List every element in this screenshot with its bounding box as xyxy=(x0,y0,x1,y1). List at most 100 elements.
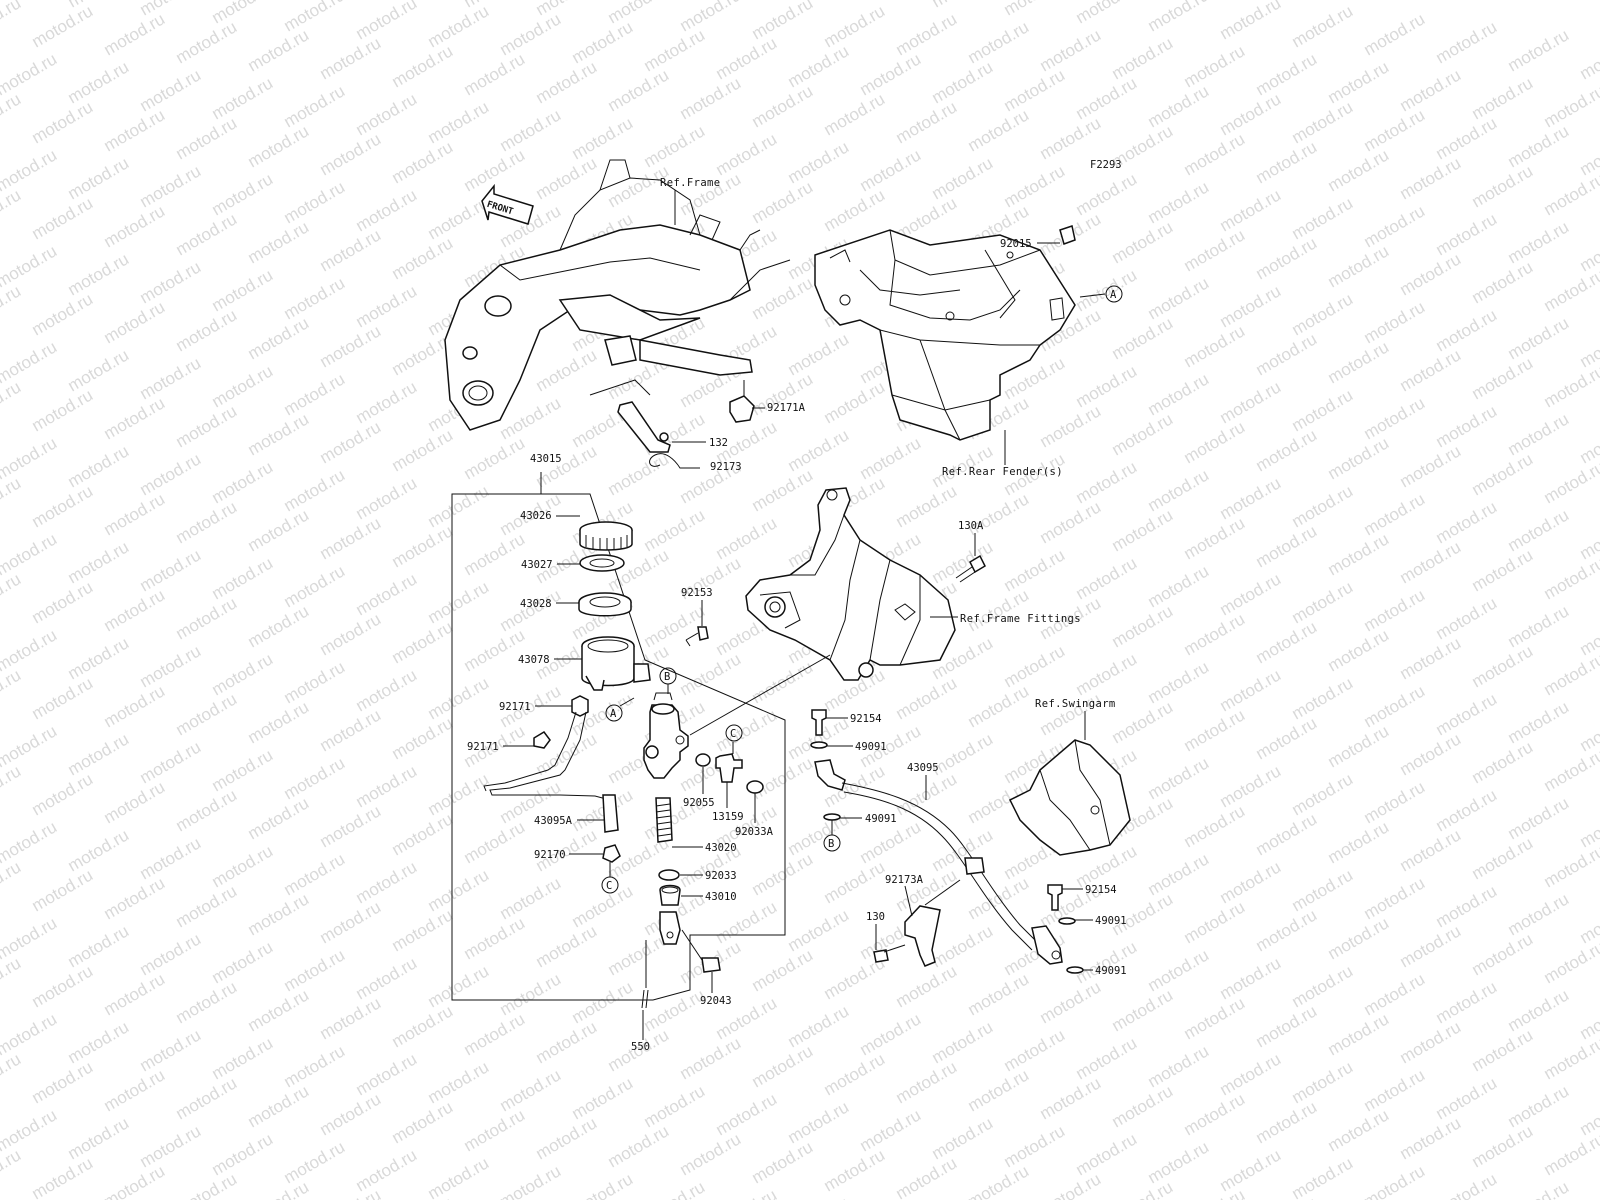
watermark-text: motod.ru xyxy=(1289,577,1357,627)
watermark-text: motod.ru xyxy=(785,329,853,379)
watermark-text: motod.ru xyxy=(1217,0,1285,43)
watermark-text: motod.ru xyxy=(749,849,817,899)
watermark-text: motod.ru xyxy=(1145,849,1213,899)
watermark-text: motod.ru xyxy=(1505,505,1573,555)
watermark-text: motod.ru xyxy=(0,857,24,907)
watermark-text: motod.ru xyxy=(1109,217,1177,267)
watermark-text: motod.ru xyxy=(65,345,133,395)
part-92043: 92043 xyxy=(700,995,732,1007)
watermark-text: motod.ru xyxy=(209,553,277,603)
watermark-text: motod.ru xyxy=(245,409,313,459)
watermark-text: motod.ru xyxy=(137,545,205,595)
watermark-text: motod.ru xyxy=(893,961,961,1011)
watermark-text: motod.ru xyxy=(461,625,529,675)
watermark-text: motod.ru xyxy=(1469,257,1537,307)
watermark-text: motod.ru xyxy=(1397,65,1465,115)
watermark-text: motod.ru xyxy=(1361,393,1429,443)
watermark-text: motod.ru xyxy=(1361,105,1429,155)
watermark-text: motod.ru xyxy=(173,17,241,67)
watermark-text: motod.ru xyxy=(929,729,997,779)
watermark-text: motod.ru xyxy=(65,153,133,203)
watermark-text: motod.ru xyxy=(1289,97,1357,147)
watermark-text: motod.ru xyxy=(29,1057,97,1107)
watermark-text: motod.ru xyxy=(1181,417,1249,467)
watermark-text: motod.ru xyxy=(29,385,97,435)
part-43020: 43020 xyxy=(705,842,737,854)
watermark-text: motod.ru xyxy=(353,953,421,1003)
part-43027: 43027 xyxy=(521,559,553,571)
watermark-text: motod.ru xyxy=(1361,1065,1429,1115)
watermark-text: motod.ru xyxy=(533,1113,601,1163)
watermark-text: motod.ru xyxy=(245,601,313,651)
watermark-text: motod.ru xyxy=(101,585,169,635)
watermark-text: motod.ru xyxy=(1541,745,1600,795)
watermark-text: motod.ru xyxy=(29,673,97,723)
watermark-text: motod.ru xyxy=(1361,777,1429,827)
watermark-text: motod.ru xyxy=(497,585,565,635)
watermark-text: motod.ru xyxy=(1181,1185,1249,1200)
watermark-text: motod.ru xyxy=(1217,185,1285,235)
watermark-text: motod.ru xyxy=(857,49,925,99)
watermark-text: motod.ru xyxy=(1325,529,1393,579)
watermark-text: motod.ru xyxy=(929,921,997,971)
watermark-text: motod.ru xyxy=(1217,281,1285,331)
part-92055: 92055 xyxy=(683,797,715,809)
watermark-text: motod.ru xyxy=(173,881,241,931)
watermark-text: motod.ru xyxy=(1001,161,1069,211)
watermark-text: motod.ru xyxy=(101,201,169,251)
watermark-text: motod.ru xyxy=(677,0,745,35)
watermark-text: motod.ru xyxy=(749,81,817,131)
watermark-text: motod.ru xyxy=(209,361,277,411)
watermark-text: motod.ru xyxy=(245,985,313,1035)
watermark-text: motod.ru xyxy=(1181,705,1249,755)
watermark-text: motod.ru xyxy=(0,89,24,139)
watermark-text: motod.ru xyxy=(317,129,385,179)
watermark-text: motod.ru xyxy=(353,569,421,619)
watermark-text: motod.ru xyxy=(785,1097,853,1147)
watermark-text: motod.ru xyxy=(641,505,709,555)
watermark-text: motod.ru xyxy=(1289,1057,1357,1107)
watermark-text: motod.ru xyxy=(29,1,97,51)
watermark-text: motod.ru xyxy=(353,473,421,523)
watermark-text: motod.ru xyxy=(605,449,673,499)
watermark-text: motod.ru xyxy=(821,1145,889,1195)
watermark-text: motod.ru xyxy=(605,65,673,115)
watermark-text: motod.ru xyxy=(1361,681,1429,731)
part-92173A: 92173A xyxy=(885,874,924,886)
watermark-text: motod.ru xyxy=(893,481,961,531)
watermark-text: motod.ru xyxy=(713,33,781,83)
watermark-text: motod.ru xyxy=(749,177,817,227)
watermark-text: motod.ru xyxy=(1289,481,1357,531)
watermark-text: motod.ru xyxy=(1145,0,1213,35)
watermark-text: motod.ru xyxy=(1037,113,1105,163)
watermark-text: motod.ru xyxy=(785,1001,853,1051)
watermark-text: motod.ru xyxy=(1217,569,1285,619)
watermark-text: motod.ru xyxy=(677,1129,745,1179)
watermark-text: motod.ru xyxy=(1505,1081,1573,1131)
watermark-text: motod.ru xyxy=(281,945,349,995)
watermark-text: motod.ru xyxy=(65,57,133,107)
watermark-text: motod.ru xyxy=(1325,337,1393,387)
watermark-text: motod.ru xyxy=(569,881,637,931)
watermark-text: motod.ru xyxy=(1253,425,1321,475)
part-49091-mid: 49091 xyxy=(1095,915,1127,927)
watermark-text: motod.ru xyxy=(1469,1121,1537,1171)
watermark-text: motod.ru xyxy=(1109,985,1177,1035)
watermark-text: motod.ru xyxy=(425,481,493,531)
part-92173: 92173 xyxy=(710,461,742,473)
watermark-text: motod.ru xyxy=(1145,657,1213,707)
watermark-text: motod.ru xyxy=(173,401,241,451)
watermark-text: motod.ru xyxy=(101,873,169,923)
watermark-text: motod.ru xyxy=(173,209,241,259)
watermark-text: motod.ru xyxy=(461,433,529,483)
watermark-text: motod.ru xyxy=(1397,1017,1465,1067)
watermark-text: motod.ru xyxy=(0,1049,24,1099)
watermark-text: motod.ru xyxy=(857,433,925,483)
watermark-text: motod.ru xyxy=(173,305,241,355)
watermark-text: motod.ru xyxy=(1145,369,1213,419)
part-130: 130 xyxy=(866,911,885,923)
watermark-text: motod.ru xyxy=(821,857,889,907)
watermark-text: motod.ru xyxy=(533,153,601,203)
watermark-text: motod.ru xyxy=(389,713,457,763)
